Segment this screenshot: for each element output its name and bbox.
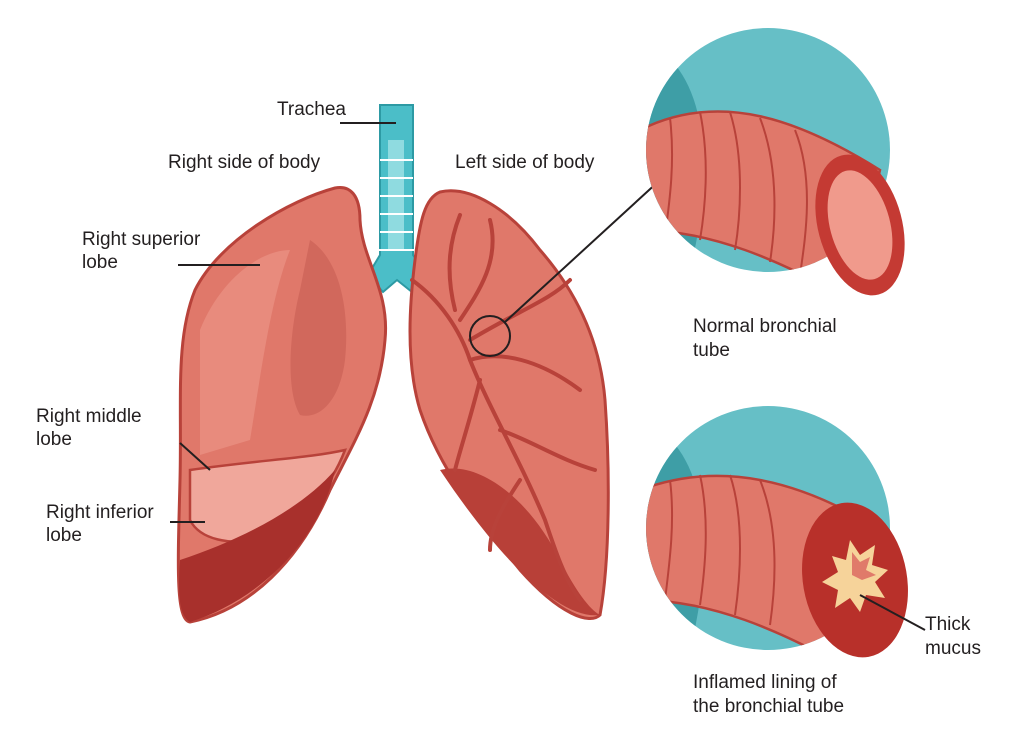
- inflamed-bronchial-tube: [646, 406, 908, 658]
- magnify-circle: [469, 315, 511, 357]
- label-inflamed-2: the bronchial tube: [693, 696, 844, 717]
- normal-bronchial-tube: [646, 28, 905, 296]
- label-normal-tube-2: tube: [693, 340, 730, 361]
- pointer-line-zoom: [504, 179, 661, 323]
- label-mucus-1: Thick: [925, 614, 971, 635]
- label-right-superior-2: lobe: [82, 252, 118, 273]
- label-right-inferior-2: lobe: [46, 525, 82, 546]
- label-inflamed-1: Inflamed lining of: [693, 672, 837, 693]
- label-normal-tube-1: Normal bronchial: [693, 316, 837, 337]
- label-left-side: Left side of body: [455, 152, 595, 173]
- label-right-superior-1: Right superior: [82, 229, 201, 250]
- left-lung: [408, 189, 610, 620]
- label-right-middle-2: lobe: [36, 429, 72, 450]
- pointer-line-mucus: [859, 594, 926, 631]
- label-right-middle-1: Right middle: [36, 406, 142, 427]
- trachea: [366, 104, 430, 294]
- label-right-inferior-1: Right inferior: [46, 502, 154, 523]
- right-lung: [176, 185, 388, 624]
- label-mucus-2: mucus: [925, 638, 981, 659]
- label-trachea: Trachea: [277, 99, 346, 120]
- label-right-side: Right side of body: [168, 152, 321, 173]
- pointer-line-middle: [179, 442, 211, 471]
